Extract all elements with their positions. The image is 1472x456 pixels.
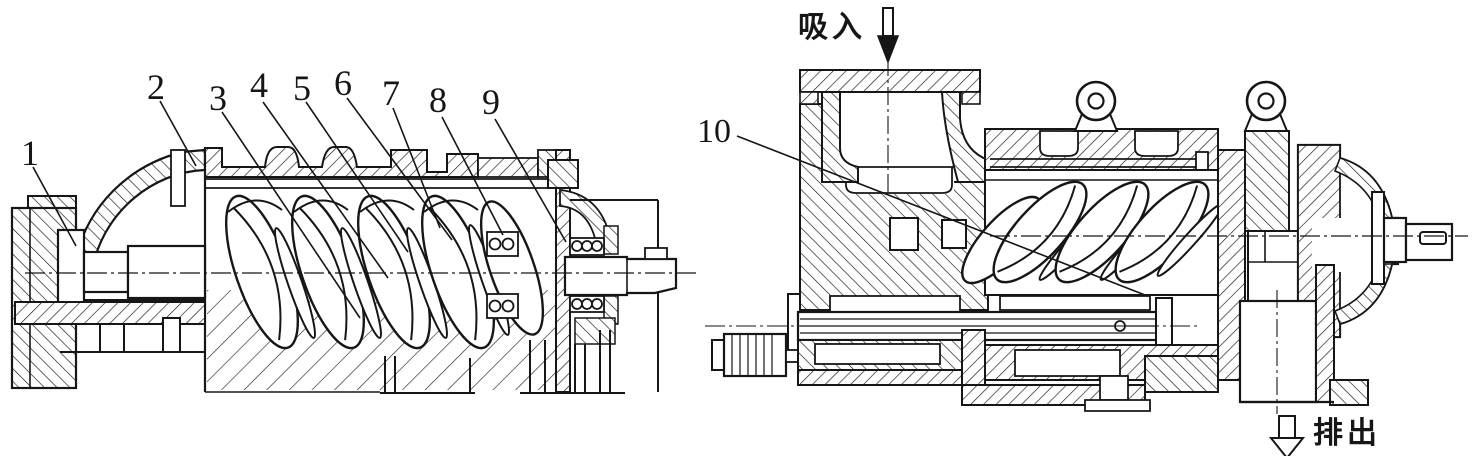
leader-4 bbox=[262, 101, 389, 279]
casing-top-band bbox=[984, 128, 1219, 177]
lifting-eye-bolts bbox=[1073, 80, 1289, 132]
part-label-9: 9 bbox=[482, 82, 500, 122]
part-label-3: 3 bbox=[209, 78, 227, 118]
casing-ports bbox=[889, 217, 967, 251]
part-label-8: 8 bbox=[429, 80, 447, 120]
discharge-chamber bbox=[1238, 264, 1369, 406]
part-label-5: 5 bbox=[293, 68, 311, 108]
suction-funnel bbox=[799, 69, 989, 194]
part-labels: 1 2 3 4 5 6 7 8 9 10 bbox=[21, 63, 731, 173]
discharge-flow-arrow bbox=[1268, 415, 1306, 456]
bearing-housing bbox=[547, 149, 659, 393]
leader-1 bbox=[32, 166, 77, 247]
part-label-6: 6 bbox=[334, 63, 352, 103]
leader-7 bbox=[392, 107, 441, 229]
base-legs bbox=[205, 330, 625, 394]
leader-2 bbox=[159, 100, 197, 167]
ball-bearings bbox=[486, 231, 605, 319]
drive-shaft bbox=[563, 247, 678, 297]
leader-8 bbox=[441, 116, 504, 236]
flow-annotations: 吸入 排出 bbox=[798, 11, 1381, 450]
pump-base bbox=[797, 329, 1219, 412]
part-label-10: 10 bbox=[697, 113, 731, 150]
leader-5 bbox=[305, 101, 409, 253]
lower-cover bbox=[14, 301, 206, 353]
part-label-4: 4 bbox=[250, 65, 268, 105]
right-sectional-view bbox=[705, 7, 1468, 456]
screw-rotor bbox=[224, 194, 545, 350]
shaft-stub bbox=[1382, 216, 1454, 264]
screw-chamber bbox=[961, 169, 1224, 296]
left-sectional-view bbox=[10, 146, 697, 394]
leader-9 bbox=[494, 118, 567, 243]
part-label-2: 2 bbox=[147, 67, 165, 107]
leader-6 bbox=[346, 97, 453, 241]
leader-3 bbox=[221, 111, 361, 319]
part-label-7: 7 bbox=[382, 73, 400, 113]
suction-flow-arrow bbox=[876, 7, 900, 65]
discharge-label: 排出 bbox=[1313, 417, 1381, 450]
part-label-1: 1 bbox=[21, 133, 39, 173]
suction-label: 吸入 bbox=[798, 11, 866, 44]
part-label-leaders bbox=[32, 97, 1146, 319]
actuator-motor bbox=[711, 332, 801, 378]
leader-10 bbox=[736, 135, 1146, 296]
